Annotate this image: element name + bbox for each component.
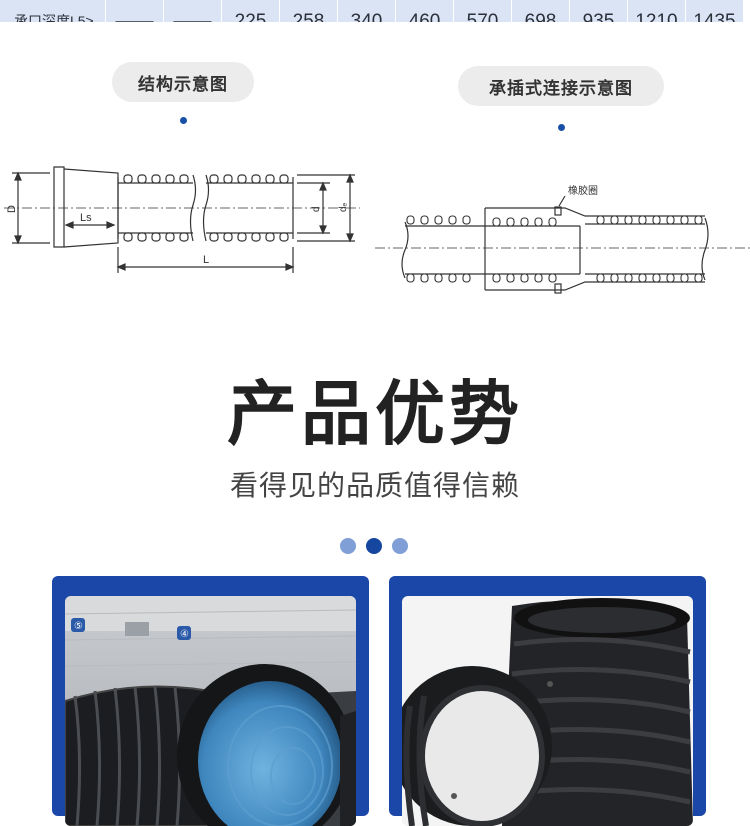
label-de: dₑ — [338, 202, 349, 212]
connection-diagram: 橡胶圈 — [375, 184, 750, 294]
carousel-pager — [340, 538, 408, 554]
structure-diagram-caption: 结构示意图 — [112, 62, 254, 102]
pager-dot[interactable] — [392, 538, 408, 554]
pager-dot-active[interactable] — [366, 538, 382, 554]
zone-badge-4: ④ — [180, 629, 189, 640]
spec-cell: 258 — [280, 0, 338, 22]
connection-diagram-caption: 承插式连接示意图 — [458, 66, 664, 106]
spec-cell: —— — [164, 0, 222, 22]
label-D: D — [6, 205, 18, 213]
product-photo-card-right — [389, 576, 706, 826]
zone-badge-5: ⑤ — [74, 621, 83, 632]
pipe-warehouse-photo: ⑤ ④ — [65, 596, 356, 826]
spec-cell: 935 — [570, 0, 628, 22]
spec-cell: 460 — [396, 0, 454, 22]
spec-cell: 570 — [454, 0, 512, 22]
spec-cell: —— — [106, 0, 164, 22]
spec-cell: 340 — [338, 0, 396, 22]
spec-cell: 698 — [512, 0, 570, 22]
label-L: L — [203, 254, 209, 266]
spec-row-label: 承口深度L5≥ — [0, 0, 106, 22]
product-photo-card-left: ⑤ ④ — [52, 576, 369, 826]
spec-cell: 225 — [222, 0, 280, 22]
section-title: 产品优势 — [227, 373, 523, 455]
section-subtitle: 看得见的品质值得信赖 — [229, 469, 520, 502]
pipe-closeup-photo — [402, 596, 693, 826]
label-Ls: Ls — [80, 212, 92, 224]
label-d: d — [311, 206, 322, 212]
spec-cell: 1210 — [628, 0, 686, 22]
structure-diagram: D Ls L d dₑ — [4, 166, 360, 273]
spec-cell: 1435 — [686, 0, 744, 22]
spec-table-row: 承口深度L5≥ —— —— 225 258 340 460 570 698 93… — [0, 0, 750, 22]
caption-dot-icon — [180, 117, 187, 124]
caption-dot-icon — [558, 124, 565, 131]
label-gasket: 橡胶圈 — [568, 184, 598, 197]
pager-dot[interactable] — [340, 538, 356, 554]
